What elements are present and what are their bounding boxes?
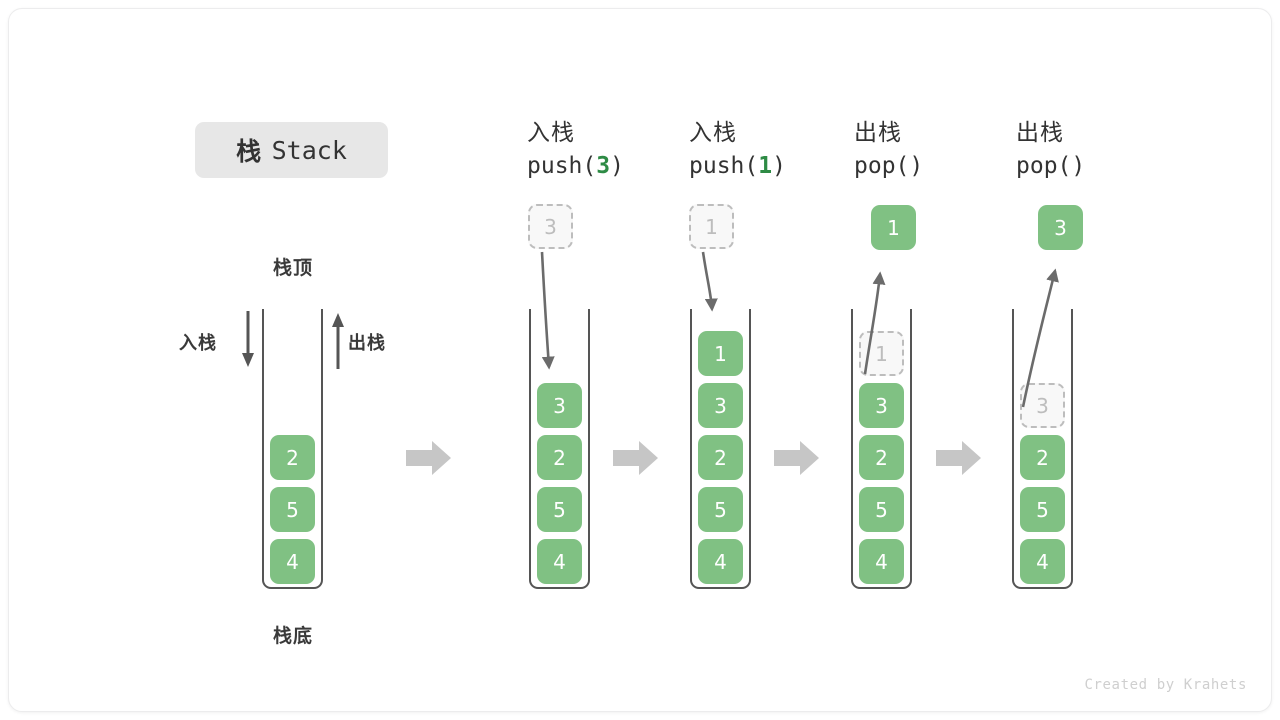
flow-arrow-icon (936, 441, 981, 475)
stack-cell: 5 (859, 487, 904, 532)
code-pre: pop( (854, 153, 910, 179)
push-direction-arrow-icon (242, 311, 254, 367)
stack-cell: 2 (537, 435, 582, 480)
stack-cell: 5 (270, 487, 315, 532)
stack-cell: 5 (698, 487, 743, 532)
code-pre: push( (527, 153, 597, 179)
stack-cell: 4 (859, 539, 904, 584)
stack-top-label: 栈顶 (272, 258, 313, 279)
stack-cell-removed: 1 (859, 331, 904, 376)
stack-cell-removed: 3 (1020, 383, 1065, 428)
column-header-cn: 入栈 (527, 119, 575, 145)
stack-cell: 4 (270, 539, 315, 584)
stack-items-push1: 4 5 2 3 1 (690, 331, 751, 584)
stack-items-push3: 4 5 2 3 (529, 383, 590, 584)
title-en: Stack (271, 135, 347, 165)
column-header-cn: 出栈 (854, 119, 902, 145)
stack-items-pop3: 4 5 2 3 (1012, 383, 1073, 584)
stack-container-pop1: 4 5 2 3 1 (851, 309, 912, 589)
code-post: ) (610, 153, 624, 179)
pop-direction-label: 出栈 (348, 333, 386, 353)
stack-walls (529, 309, 590, 589)
code-pre: pop( (1016, 153, 1072, 179)
column-header-pop1: 出栈 pop() (854, 115, 1024, 183)
column-header-cn: 出栈 (1016, 119, 1064, 145)
column-header-code: pop() (1016, 149, 1186, 183)
stack-walls (690, 309, 751, 589)
flow-arrow-icon (613, 441, 658, 475)
push-direction-label: 入栈 (179, 333, 217, 353)
stack-cell: 2 (270, 435, 315, 480)
stack-container-pop3: 4 5 2 3 (1012, 309, 1073, 589)
diagram-card: 栈 Stack 栈顶 栈底 入栈 出栈 4 5 2 (8, 8, 1272, 712)
code-arg: 3 (596, 153, 611, 179)
column-header-pop3: 出栈 pop() (1016, 115, 1186, 183)
stack-walls (1012, 309, 1073, 589)
stack-cell: 4 (1020, 539, 1065, 584)
stack-items-pop1: 4 5 2 3 1 (851, 331, 912, 584)
popped-cell-3: 3 (1038, 205, 1083, 250)
stack-cell: 5 (1020, 487, 1065, 532)
stack-cell: 1 (698, 331, 743, 376)
stack-items-initial: 4 5 2 (262, 435, 323, 584)
stack-cell: 2 (859, 435, 904, 480)
column-header-push1: 入栈 push(1) (689, 115, 859, 183)
title-cn: 栈 (236, 138, 262, 166)
credit-text: Created by Krahets (1084, 677, 1247, 693)
diagram-title-chip: 栈 Stack (195, 122, 388, 178)
stack-bottom-label: 栈底 (272, 626, 313, 647)
stack-cell: 2 (698, 435, 743, 480)
stack-container-push3: 4 5 2 3 (529, 309, 590, 589)
stack-cell: 5 (537, 487, 582, 532)
stack-cell: 3 (537, 383, 582, 428)
stack-cell: 3 (859, 383, 904, 428)
stack-cell: 4 (698, 539, 743, 584)
code-arg: 1 (758, 153, 773, 179)
stack-walls (262, 309, 323, 589)
pop-direction-arrow-icon (332, 313, 344, 369)
column-header-code: pop() (854, 149, 1024, 183)
code-post: ) (909, 153, 924, 179)
code-post: ) (772, 153, 786, 179)
code-post: ) (1071, 153, 1086, 179)
popped-cell-1: 1 (871, 205, 916, 250)
incoming-ghost-cell-3: 3 (528, 204, 573, 249)
flow-arrow-icon (774, 441, 819, 475)
stack-walls (851, 309, 912, 589)
stack-cell: 3 (698, 383, 743, 428)
column-header-cn: 入栈 (689, 119, 737, 145)
code-pre: push( (689, 153, 759, 179)
incoming-ghost-cell-1: 1 (689, 204, 734, 249)
stack-cell: 2 (1020, 435, 1065, 480)
column-header-code: push(1) (689, 149, 859, 183)
stack-cell: 4 (537, 539, 582, 584)
column-header-push3: 入栈 push(3) (527, 115, 697, 183)
flow-arrow-icon (406, 441, 451, 475)
stack-container-initial: 4 5 2 (262, 309, 323, 589)
stack-container-push1: 4 5 2 3 1 (690, 309, 751, 589)
diagram-stage: 栈 Stack 栈顶 栈底 入栈 出栈 4 5 2 (9, 9, 1271, 711)
column-header-code: push(3) (527, 149, 697, 183)
